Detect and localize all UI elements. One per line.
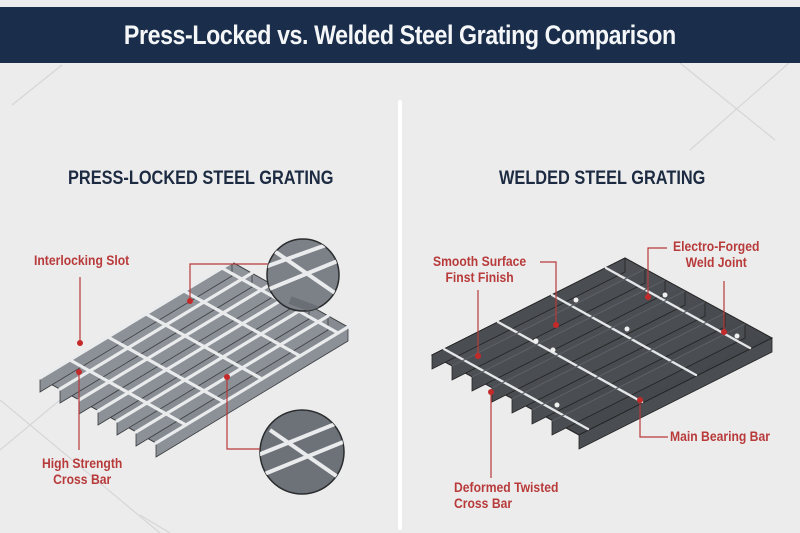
callout-line-2: Cross Bar — [53, 472, 112, 487]
callout-line-1: Electro-Forged — [673, 239, 760, 254]
callout-line-1: High Strength — [42, 456, 123, 471]
callout-line-2: Weld Joint — [685, 255, 747, 270]
callout-line-1: Deformed Twisted — [454, 480, 559, 495]
callout-line-2: Cross Bar — [454, 496, 513, 511]
callout-smooth-surface: Smooth Surface Finst Finish — [433, 254, 526, 286]
welded-panel-title: WELDED STEEL GRATING — [499, 168, 706, 189]
callout-line-1: Smooth Surface — [433, 254, 527, 269]
press-locked-panel-title: PRESS-LOCKED STEEL GRATING — [68, 168, 334, 189]
page-title: Press-Locked vs. Welded Steel Grating Co… — [124, 19, 676, 50]
callout-interlocking-slot: Interlocking Slot — [34, 253, 130, 268]
callout-high-strength-cross-bar: High Strength Cross Bar — [42, 456, 122, 488]
callout-deformed-twisted-cross-bar: Deformed Twisted Cross Bar — [454, 480, 558, 512]
press-locked-grid — [38, 260, 350, 458]
title-banner: Press-Locked vs. Welded Steel Grating Co… — [0, 7, 800, 63]
welded-grid — [430, 257, 774, 450]
panel-divider — [398, 100, 402, 530]
callout-main-bearing-bar: Main Bearing Bar — [670, 429, 770, 444]
callout-electro-forged-weld-joint: Electro-Forged Weld Joint — [673, 239, 759, 271]
magnifier-detail-bottom — [259, 409, 345, 495]
callout-line-2: Finst Finish — [445, 270, 514, 285]
